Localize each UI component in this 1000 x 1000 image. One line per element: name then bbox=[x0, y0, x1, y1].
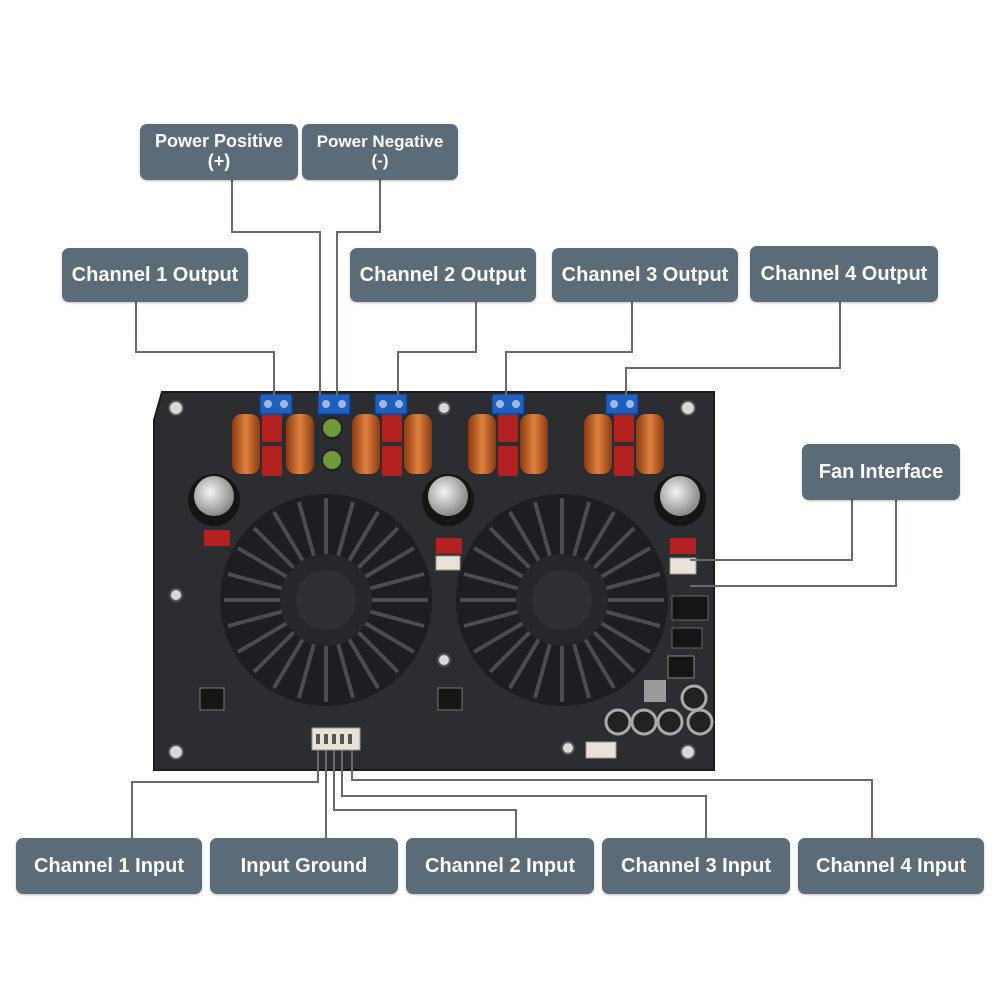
channel-4-input-text: Channel 4 Input bbox=[816, 855, 966, 877]
input-ground-label: Input Ground bbox=[210, 838, 398, 894]
channel-1-output-label: Channel 1 Output bbox=[62, 248, 248, 302]
power-positive-label: Power Positive (+) bbox=[140, 124, 298, 180]
channel-2-input-label: Channel 2 Input bbox=[406, 838, 594, 894]
channel-4-input-label: Channel 4 Input bbox=[798, 838, 984, 894]
leader-lines bbox=[131, 180, 897, 838]
heatsink-left bbox=[220, 494, 432, 706]
power-negative-line2: (-) bbox=[371, 151, 389, 170]
power-negative-line1: Power Negative bbox=[316, 132, 444, 152]
channel-1-output-text: Channel 1 Output bbox=[71, 264, 239, 286]
heatsink-right bbox=[456, 494, 668, 706]
channel-3-input-label: Channel 3 Input bbox=[602, 838, 790, 894]
channel-3-output-label: Channel 3 Output bbox=[552, 248, 738, 302]
output-filter-components bbox=[232, 412, 664, 476]
input-header bbox=[311, 727, 361, 751]
channel-3-input-text: Channel 3 Input bbox=[621, 855, 771, 877]
electrolytic-capacitors bbox=[188, 474, 706, 554]
channel-2-output-text: Channel 2 Output bbox=[359, 264, 527, 286]
channel-1-input-label: Channel 1 Input bbox=[16, 838, 202, 894]
input-ground-text: Input Ground bbox=[240, 855, 368, 877]
channel-3-output-text: Channel 3 Output bbox=[561, 264, 729, 286]
opamp-chips bbox=[199, 687, 463, 711]
channel-4-output-text: Channel 4 Output bbox=[760, 263, 928, 285]
fan-interface-label: Fan Interface bbox=[802, 444, 960, 500]
channel-2-input-text: Channel 2 Input bbox=[425, 855, 575, 877]
control-circuitry bbox=[435, 555, 714, 759]
power-negative-label: Power Negative (-) bbox=[302, 124, 458, 180]
channel-4-output-label: Channel 4 Output bbox=[750, 246, 938, 302]
channel-1-input-text: Channel 1 Input bbox=[34, 855, 184, 877]
channel-2-output-label: Channel 2 Output bbox=[350, 248, 536, 302]
fan-interface-text: Fan Interface bbox=[818, 461, 944, 483]
power-positive-line2: (+) bbox=[207, 151, 231, 171]
power-positive-line1: Power Positive bbox=[154, 131, 284, 152]
terminal-blocks bbox=[259, 393, 639, 415]
